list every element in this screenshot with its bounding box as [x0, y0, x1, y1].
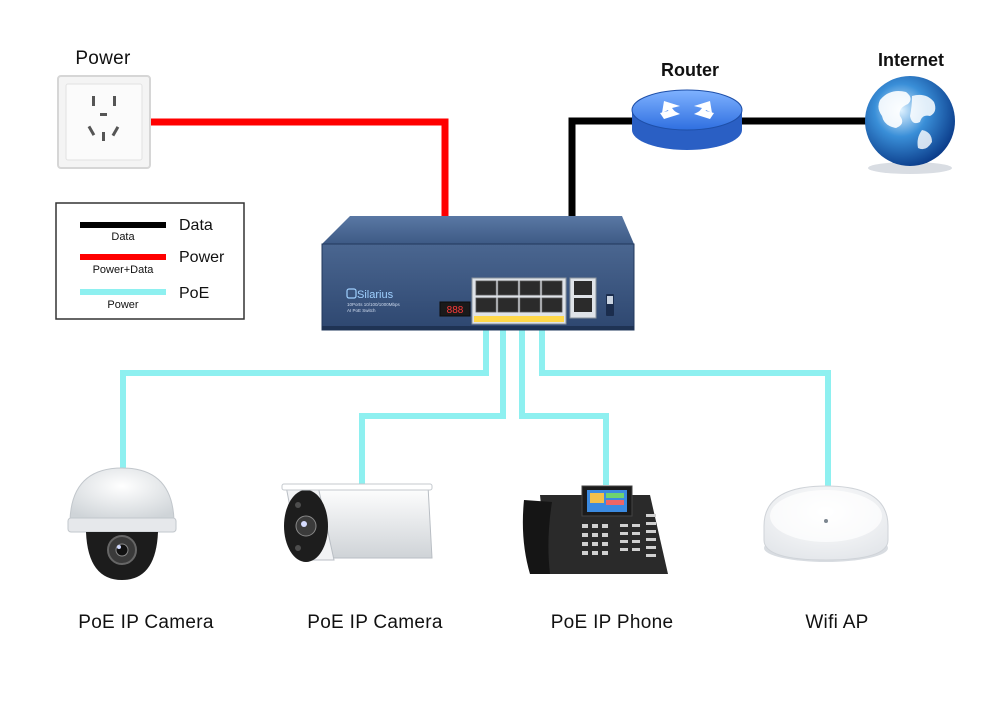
wifi-ap-label: Wifi AP	[805, 612, 868, 633]
router-arrows-icon	[660, 101, 714, 119]
dome-camera	[67, 467, 177, 580]
legend: Data Data Power+Data Power Power PoE	[55, 202, 245, 320]
switch-poe-ports	[475, 280, 563, 313]
poe-cable-dome-camera	[120, 330, 489, 470]
switch-type: AI PoE Switch	[347, 308, 376, 313]
router	[631, 89, 743, 150]
power-cable	[150, 118, 449, 218]
switch-port-led-strip	[474, 316, 564, 322]
poe-cable-bullet-camera	[359, 330, 506, 490]
globe-icon	[865, 76, 955, 174]
switch-model: 10Ports 10/100/1000Mbps	[347, 302, 401, 307]
legend-swatch-poe	[80, 289, 166, 295]
power-label: Power	[75, 48, 131, 69]
legend-key-poe: PoE	[179, 285, 209, 302]
poe-switch: Silarius 10Ports 10/100/1000Mbps AI PoE …	[321, 216, 635, 331]
power-outlet	[57, 75, 151, 169]
switch-brand: Silarius	[357, 289, 394, 301]
legend-key-data: Data	[179, 217, 213, 234]
legend-sub-poe: Power	[107, 299, 139, 311]
switch-display: 888	[447, 305, 464, 316]
legend-sub-power: Power+Data	[93, 264, 155, 276]
legend-swatch-data	[80, 222, 166, 228]
wifi-access-point	[763, 485, 889, 562]
internet-label: Internet	[878, 50, 944, 70]
ip-phone-label: PoE IP Phone	[551, 612, 674, 633]
legend-key-power: Power	[179, 249, 225, 266]
data-cable-switch-router	[568, 117, 635, 218]
router-label: Router	[661, 60, 719, 80]
ip-phone	[522, 485, 668, 574]
phone-keypad	[582, 514, 656, 557]
poe-cable-wifi-ap	[539, 330, 831, 488]
legend-sub-data: Data	[111, 231, 135, 243]
dome-camera-label: PoE IP Camera	[78, 612, 214, 633]
legend-swatch-power	[80, 254, 166, 260]
poe-cable-phone	[519, 330, 609, 485]
bullet-camera	[281, 483, 433, 562]
bullet-camera-label: PoE IP Camera	[307, 612, 443, 633]
